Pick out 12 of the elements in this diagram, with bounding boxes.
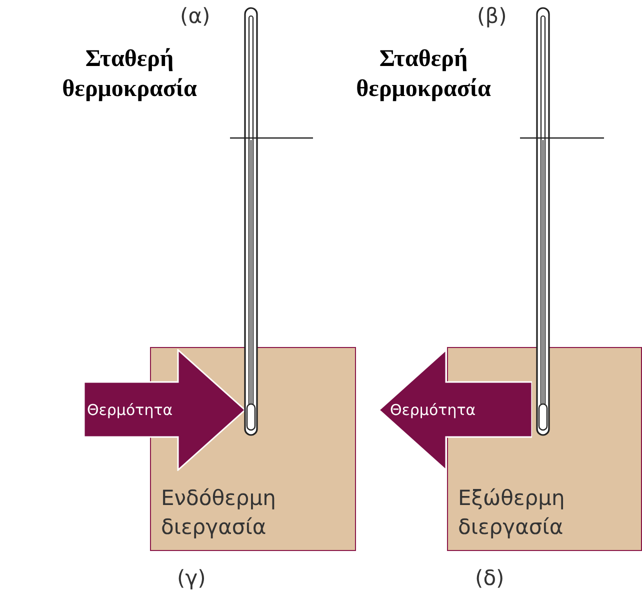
heat-label: Θερμότητα: [87, 401, 173, 419]
process-label: Ενδόθερμη διεργασία: [161, 485, 277, 541]
panel-letter: (δ): [475, 566, 504, 590]
panel-letter: (γ): [177, 566, 206, 590]
heat-label: Θερμότητα: [390, 401, 476, 419]
panel-letter: (β): [477, 4, 507, 28]
heat-arrow: [378, 349, 532, 471]
heat-arrow: [84, 349, 246, 471]
process-label: Εξώθερμη διεργασία: [458, 485, 566, 541]
annotation-text: Σταθερή θερμοκρασία: [61, 45, 198, 104]
annotation-text: Σταθερή θερμοκρασία: [355, 45, 492, 104]
panel-letter: (α): [180, 4, 210, 28]
